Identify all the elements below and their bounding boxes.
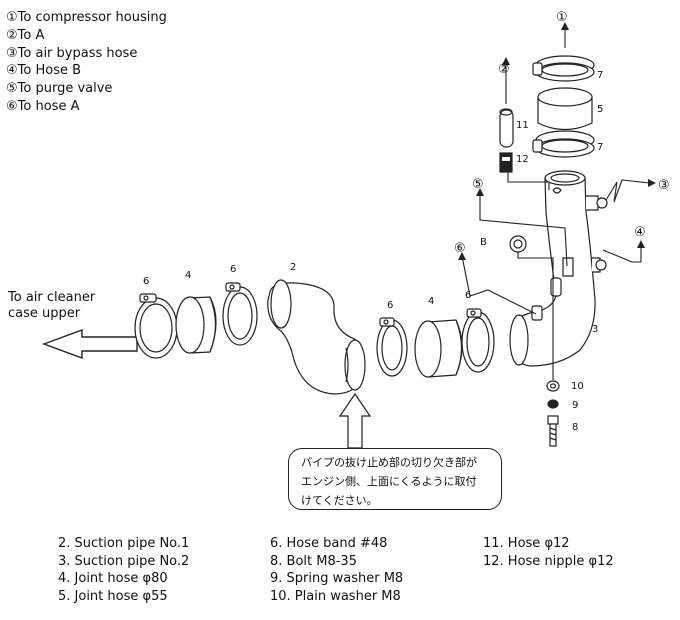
note-line: エンジン側、上面にくるように取付 bbox=[301, 475, 477, 488]
point-b-label: B bbox=[480, 237, 487, 248]
parts-list-column-3: 11. Hose φ12 12. Hose nipple φ12 bbox=[483, 535, 614, 570]
legend-item: ③To air bypass hose bbox=[6, 45, 138, 61]
part-label: 11 bbox=[516, 120, 529, 131]
legend-item: ②To A bbox=[6, 27, 45, 43]
joint-hose-4-right bbox=[414, 319, 463, 378]
destination-line: To air cleaner bbox=[8, 290, 96, 305]
parts-list-item: 2. Suction pipe No.1 bbox=[58, 536, 190, 551]
hose-band-6-fourth bbox=[461, 308, 495, 373]
part-label: 7 bbox=[597, 70, 603, 81]
parts-list-item: 6. Hose band #48 bbox=[270, 536, 388, 551]
suction-pipe-no1 bbox=[267, 279, 366, 395]
parts-list-column-2: 6. Hose band #48 8. Bolt M8-35 9. Spring… bbox=[270, 535, 403, 605]
hose-11 bbox=[499, 108, 514, 148]
part-label: 5 bbox=[597, 104, 603, 115]
callout-4: ④ bbox=[634, 225, 646, 240]
parts-list-item: 10. Plain washer M8 bbox=[270, 588, 401, 604]
legend-item: ①To compressor housing bbox=[6, 10, 167, 25]
note-line: けてください。 bbox=[301, 494, 378, 507]
parts-list-item: 12. Hose nipple φ12 bbox=[483, 553, 614, 569]
callout-5: ⑤ bbox=[472, 177, 484, 192]
hose-band-7-lower bbox=[532, 130, 595, 158]
callout-1: ① bbox=[556, 10, 568, 25]
note-pointer-arrow bbox=[338, 392, 372, 449]
parts-list-item: 9. Spring washer M8 bbox=[270, 571, 404, 586]
hose-nipple-12 bbox=[499, 152, 513, 173]
plain-washer-10 bbox=[546, 380, 560, 392]
part-label: 6 bbox=[465, 290, 471, 301]
part-label: 6 bbox=[230, 264, 236, 275]
legend-item: ④To Hose B bbox=[6, 63, 82, 79]
suction-pipe-no2 bbox=[509, 170, 608, 367]
parts-list-item: 3. Suction pipe No.2 bbox=[58, 553, 190, 569]
joint-hose-5 bbox=[537, 87, 593, 131]
hose-band-7-top bbox=[532, 55, 595, 82]
installation-note: パイプの抜け止め部の切り欠き部が エンジン側、上面にくるように取付 けてください… bbox=[288, 448, 502, 510]
note-line: パイプの抜け止め部の切り欠き部が bbox=[301, 456, 477, 469]
joint-hose-4-left bbox=[175, 296, 217, 354]
destination-label: To air cleaner case upper bbox=[8, 290, 95, 322]
part-label: 8 bbox=[572, 422, 578, 433]
parts-list-item: 4. Joint hose φ80 bbox=[58, 571, 168, 586]
hose-band-6-third bbox=[376, 317, 408, 377]
callout-6: ⑥ bbox=[454, 241, 466, 256]
part-label: 9 bbox=[572, 400, 578, 411]
point-b-fitting bbox=[509, 235, 527, 253]
part-label: 2 bbox=[290, 262, 296, 273]
part-label: 6 bbox=[143, 276, 149, 287]
part-label: 10 bbox=[571, 381, 584, 392]
air-cleaner-arrow bbox=[41, 328, 138, 360]
part-label: 4 bbox=[185, 270, 191, 281]
connection-legend: ①To compressor housing ②To A ③To air byp… bbox=[6, 9, 167, 116]
part-label: 3 bbox=[592, 324, 598, 335]
callout-3: ③ bbox=[658, 178, 670, 193]
hose-band-6-left bbox=[134, 293, 178, 359]
parts-list-column-1: 2. Suction pipe No.1 3. Suction pipe No.… bbox=[58, 535, 189, 605]
part-label: 4 bbox=[428, 296, 434, 307]
part-label: 6 bbox=[387, 300, 393, 311]
leader-lines bbox=[458, 22, 656, 380]
legend-item: ⑤To purge valve bbox=[6, 81, 113, 97]
parts-list-item: 11. Hose φ12 bbox=[483, 536, 570, 551]
bolt-8 bbox=[547, 415, 559, 447]
hose-band-6-second bbox=[222, 282, 258, 346]
spring-washer-9 bbox=[547, 399, 559, 409]
destination-line: case upper bbox=[8, 306, 81, 321]
part-label: 7 bbox=[597, 142, 603, 153]
part-label: 12 bbox=[516, 154, 529, 165]
legend-item: ⑥To hose A bbox=[6, 98, 80, 114]
parts-list-item: 8. Bolt M8-35 bbox=[270, 553, 357, 569]
parts-list-item: 5. Joint hose φ55 bbox=[58, 588, 168, 604]
callout-2: ② bbox=[498, 62, 510, 77]
